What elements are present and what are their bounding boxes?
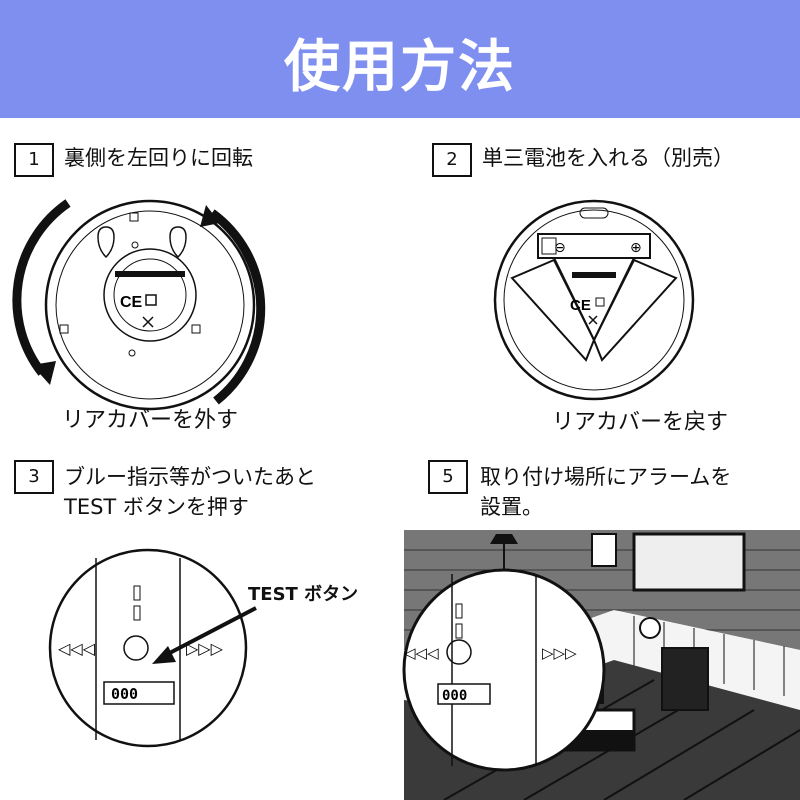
rear-cover-illustration: CE <box>12 199 266 411</box>
svg-text:⊕: ⊕ <box>630 240 642 256</box>
room-right-arrows: ▷▷▷ <box>542 644 577 662</box>
step-2-caption: リアカバーを戻す <box>552 410 729 435</box>
ce-mark: CE <box>120 294 143 311</box>
right-arrows: ▷▷▷ <box>186 639 224 658</box>
battery-compartment-illustration: ⊖ ⊕ CE <box>493 199 695 401</box>
step-1-number: 1 <box>14 143 54 177</box>
step-3-text-line1: ブルー指示等がついたあと <box>64 465 316 489</box>
display-value: 000 <box>111 685 138 703</box>
step-2-number: 2 <box>432 143 472 177</box>
room-left-arrows: ◁◁◁ <box>404 644 439 662</box>
left-arrows: ◁◁◁ <box>57 639 96 658</box>
step-1-caption: リアカバーを外す <box>62 408 239 433</box>
step-3-number: 3 <box>14 460 54 494</box>
test-button-illustration: 000 ◁◁◁ ▷▷▷ <box>48 548 248 748</box>
step-3-text-line2: TEST ボタンを押す <box>64 495 249 519</box>
test-button-pointer-arrow <box>152 606 257 664</box>
test-button-label: TEST ボタン <box>248 584 359 605</box>
step-1-text: 裏側を左回りに回転 <box>64 146 253 170</box>
room-installation-illustration: 000 ◁◁◁ ▷▷▷ <box>402 530 800 800</box>
header-banner: 使用方法 <box>0 0 800 118</box>
step-5-text-line1: 取り付け場所にアラームを <box>480 465 732 489</box>
step-5-text-line2: 設置。 <box>480 495 543 519</box>
page-title: 使用方法 <box>284 35 516 100</box>
svg-text:⊖: ⊖ <box>554 240 566 256</box>
step-2-text: 単三電池を入れる（別売） <box>482 146 734 170</box>
room-display-value: 000 <box>442 688 467 704</box>
step-5-number: 5 <box>428 460 468 494</box>
svg-text:CE: CE <box>570 297 591 314</box>
